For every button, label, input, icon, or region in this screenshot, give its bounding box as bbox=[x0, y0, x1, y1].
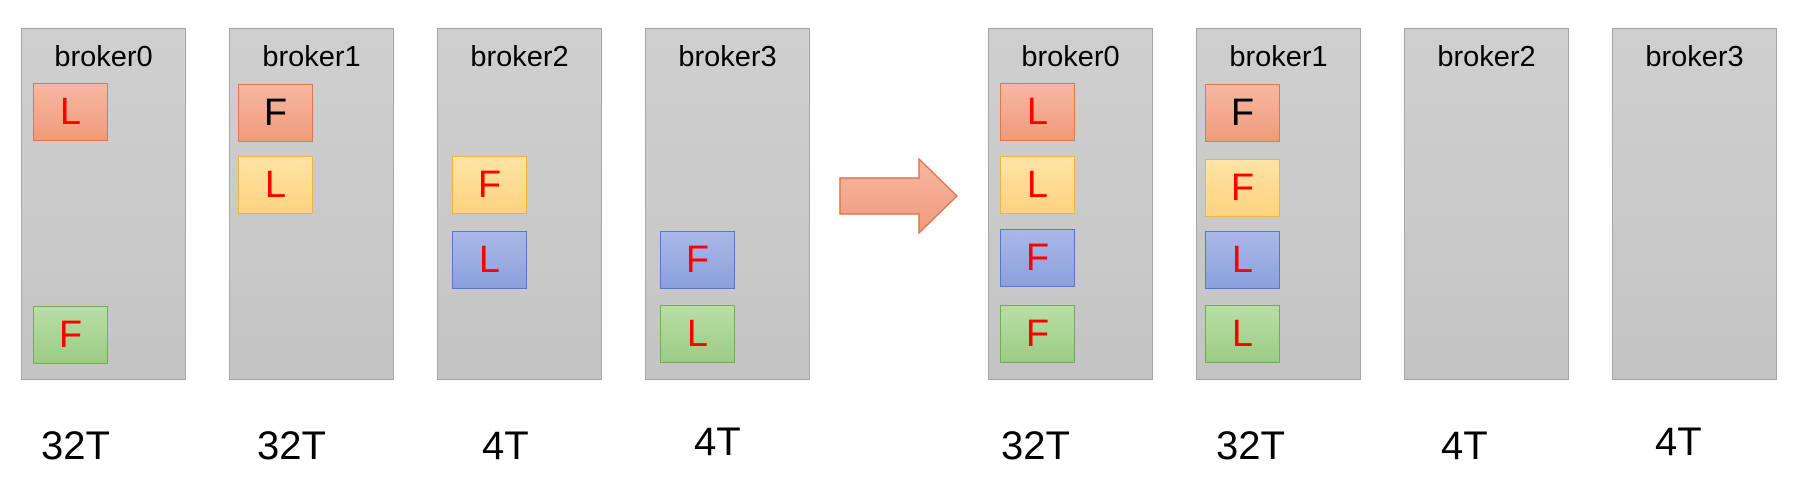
broker-name: broker0 bbox=[54, 41, 153, 73]
replica-role: F bbox=[1230, 92, 1255, 134]
capacity-label: 32T bbox=[1001, 424, 1070, 468]
replica-role: F bbox=[1230, 167, 1255, 209]
replica-role: L bbox=[686, 313, 709, 355]
replica-role: L bbox=[264, 164, 287, 206]
capacity-label: 4T bbox=[1441, 424, 1488, 468]
replica-red: L bbox=[33, 83, 108, 141]
replica-yellow: L bbox=[1000, 156, 1075, 214]
capacity-label: 32T bbox=[257, 424, 326, 468]
capacity-label: 4T bbox=[1655, 420, 1702, 464]
replica-yellow: F bbox=[1205, 159, 1280, 217]
broker-name: broker0 bbox=[1021, 41, 1120, 73]
replica-red: L bbox=[1000, 83, 1075, 141]
replica-green: F bbox=[1000, 305, 1075, 363]
broker-name: broker2 bbox=[470, 41, 569, 73]
replica-green: L bbox=[1205, 305, 1280, 363]
replica-blue: L bbox=[1205, 231, 1280, 289]
replica-role: F bbox=[1025, 237, 1050, 279]
replica-blue: F bbox=[1000, 229, 1075, 287]
right-arrow-icon bbox=[839, 158, 959, 234]
broker-name: broker2 bbox=[1437, 41, 1536, 73]
broker0-after: broker0 L L F F bbox=[988, 28, 1153, 380]
broker2-before: broker2 F L bbox=[437, 28, 602, 380]
capacity-label: 4T bbox=[694, 420, 741, 464]
replica-role: L bbox=[1231, 313, 1254, 355]
broker-name: broker1 bbox=[262, 41, 361, 73]
broker-name: broker3 bbox=[1645, 41, 1744, 73]
broker2-after: broker2 bbox=[1404, 28, 1569, 380]
replica-red: F bbox=[238, 84, 313, 142]
broker3-after: broker3 bbox=[1612, 28, 1777, 380]
replica-yellow: L bbox=[238, 156, 313, 214]
replica-role: F bbox=[58, 314, 83, 356]
replica-role: L bbox=[1026, 91, 1049, 133]
replica-yellow: F bbox=[452, 156, 527, 214]
capacity-label: 32T bbox=[41, 424, 110, 468]
replica-role: L bbox=[478, 239, 501, 281]
broker3-before: broker3 F L bbox=[645, 28, 810, 380]
broker-name: broker3 bbox=[678, 41, 777, 73]
replica-role: F bbox=[685, 239, 710, 281]
capacity-label: 32T bbox=[1216, 424, 1285, 468]
capacity-label: 4T bbox=[482, 424, 529, 468]
broker1-before: broker1 F L bbox=[229, 28, 394, 380]
broker0-before: broker0 L F bbox=[21, 28, 186, 380]
broker1-after: broker1 F F L L bbox=[1196, 28, 1361, 380]
broker-name: broker1 bbox=[1229, 41, 1328, 73]
replica-role: L bbox=[59, 91, 82, 133]
replica-role: F bbox=[263, 92, 288, 134]
replica-green: F bbox=[33, 306, 108, 364]
replica-role: F bbox=[477, 164, 502, 206]
replica-red: F bbox=[1205, 84, 1280, 142]
replica-green: L bbox=[660, 305, 735, 363]
replica-role: F bbox=[1025, 313, 1050, 355]
replica-blue: F bbox=[660, 231, 735, 289]
replica-role: L bbox=[1026, 164, 1049, 206]
replica-blue: L bbox=[452, 231, 527, 289]
replica-role: L bbox=[1231, 239, 1254, 281]
